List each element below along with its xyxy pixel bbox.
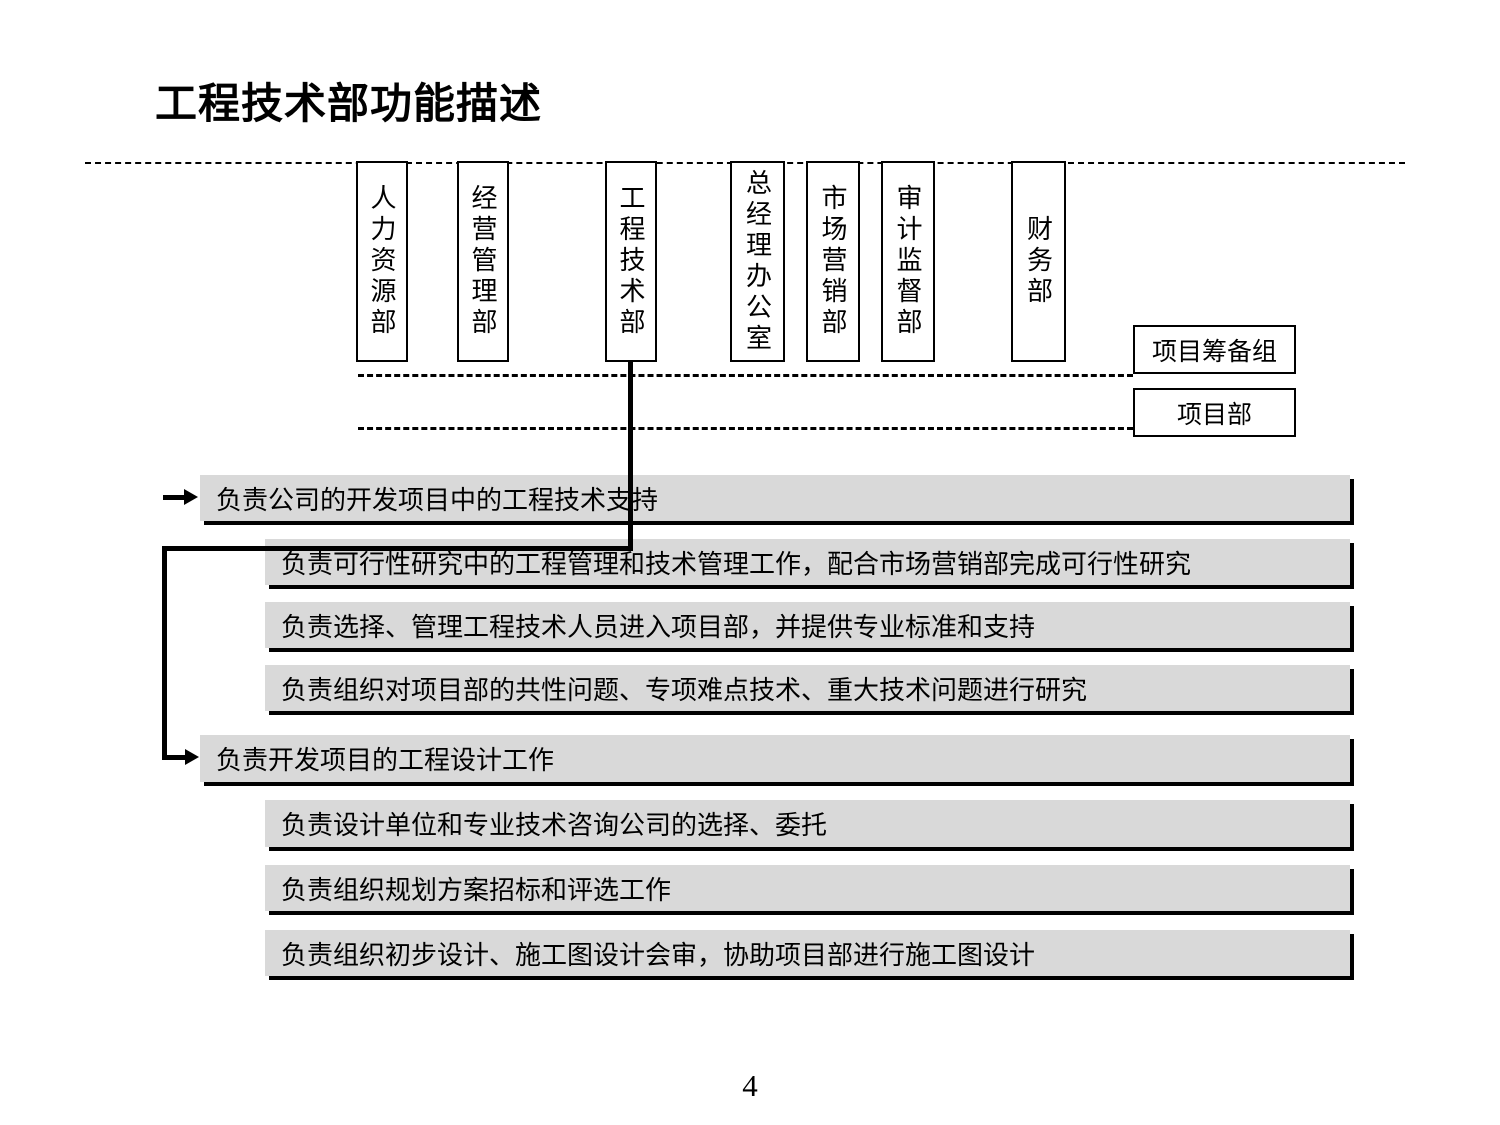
function-bar: 负责可行性研究中的工程管理和技术管理工作，配合市场营销部完成可行性研究 <box>265 539 1350 585</box>
function-bar-text: 负责组织对项目部的共性问题、专项难点技术、重大技术问题进行研究 <box>281 674 1088 705</box>
connector-horizontal <box>162 546 633 551</box>
dept-box-gm-office: 总经理办公室 <box>730 161 785 362</box>
dept-label: 工程技术部 <box>616 184 646 339</box>
connector-vertical-from-dept <box>628 362 633 551</box>
project-box-label: 项目部 <box>1176 400 1252 429</box>
page-number: 4 <box>742 1068 758 1103</box>
function-bar-text: 负责组织规划方案招标和评选工作 <box>281 874 672 905</box>
project-prep-group-box: 项目筹备组 <box>1133 325 1296 374</box>
function-bar: 负责公司的开发项目中的工程技术支持 <box>200 475 1350 521</box>
dept-box-finance: 财务部 <box>1011 161 1066 362</box>
arrow-right-icon <box>184 489 198 505</box>
dept-box-human-resources: 人力资源部 <box>356 161 408 362</box>
dept-box-business-management: 经营管理部 <box>457 161 509 362</box>
function-bar: 负责组织对项目部的共性问题、专项难点技术、重大技术问题进行研究 <box>265 665 1350 711</box>
function-bar: 负责组织规划方案招标和评选工作 <box>265 865 1350 911</box>
dept-label: 财务部 <box>1023 215 1054 308</box>
project-box-label: 项目筹备组 <box>1151 337 1277 366</box>
function-bar-text: 负责可行性研究中的工程管理和技术管理工作，配合市场营销部完成可行性研究 <box>281 548 1192 579</box>
lower-dashed-divider <box>358 427 1133 430</box>
function-bar-text: 负责公司的开发项目中的工程技术支持 <box>216 484 659 515</box>
dept-box-engineering-technology: 工程技术部 <box>605 161 657 362</box>
dept-label: 总经理办公室 <box>742 168 773 355</box>
dept-label: 审计监督部 <box>893 184 923 339</box>
connector-vertical-left <box>162 546 167 760</box>
function-bar: 负责选择、管理工程技术人员进入项目部，并提供专业标准和支持 <box>265 602 1350 648</box>
project-dept-box: 项目部 <box>1133 388 1296 437</box>
arrow-shaft <box>163 495 185 500</box>
function-bar-text: 负责设计单位和专业技术咨询公司的选择、委托 <box>281 810 828 840</box>
dept-label: 经营管理部 <box>468 184 498 339</box>
arrow-right-icon <box>185 749 199 765</box>
function-bar-text: 负责开发项目的工程设计工作 <box>216 745 555 775</box>
dept-label: 市场营销部 <box>818 184 848 339</box>
function-bar: 负责开发项目的工程设计工作 <box>200 735 1350 782</box>
dept-box-audit-supervision: 审计监督部 <box>881 161 935 362</box>
function-bar-text: 负责组织初步设计、施工图设计会审，协助项目部进行施工图设计 <box>281 939 1036 970</box>
dept-box-marketing: 市场营销部 <box>806 161 860 362</box>
arrow-shaft <box>162 755 186 760</box>
function-bar-text: 负责选择、管理工程技术人员进入项目部，并提供专业标准和支持 <box>281 611 1036 642</box>
middle-dashed-divider <box>358 374 1133 377</box>
page-title: 工程技术部功能描述 <box>155 80 543 127</box>
function-bar: 负责设计单位和专业技术咨询公司的选择、委托 <box>265 800 1350 847</box>
function-bar: 负责组织初步设计、施工图设计会审，协助项目部进行施工图设计 <box>265 930 1350 976</box>
dept-label: 人力资源部 <box>367 184 397 339</box>
